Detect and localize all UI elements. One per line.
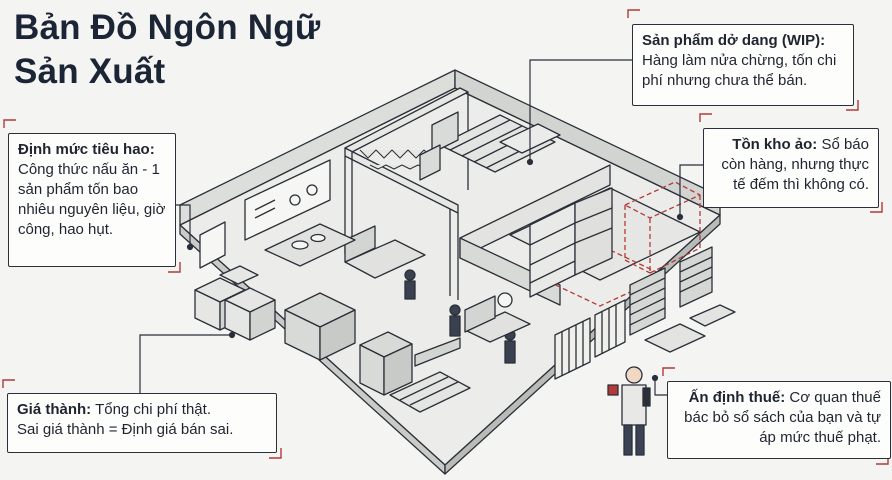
recipe-table: [264, 223, 356, 267]
bottom-conveyor: [389, 337, 471, 413]
recipe-board: [199, 159, 331, 269]
cost-price-term: Giá thành:: [17, 401, 92, 418]
production-machines: [284, 292, 413, 396]
callout-cost-price: Giá thành: Tổng chi phí thật. Sai giá th…: [7, 393, 277, 453]
leader-lines: [139, 59, 703, 396]
callout-tax-assessment: Ấn định thuế: Cơ quan thuế bác bỏ sổ sác…: [667, 381, 891, 459]
material-stacks: [194, 265, 276, 341]
callout-consumption-norm: Định mức tiêu hao: Công thức nấu ăn - 1 …: [8, 133, 176, 267]
loading-docks: [629, 246, 736, 353]
control-desks: [344, 225, 531, 343]
tax-assessment-term: Ấn định thuế:: [688, 389, 786, 406]
page-title: Bản Đồ Ngôn Ngữ Sản Xuất: [14, 6, 320, 94]
consumption-norm-description: Công thức nấu ăn - 1 sản phẩm tốn bao nh…: [18, 161, 166, 238]
corner-accents: [2, 9, 889, 465]
warehouse-shelves: [529, 187, 613, 298]
title-line-1: Bản Đồ Ngôn Ngữ: [14, 8, 321, 47]
cost-price-line-1: Tổng chi phí thật.: [95, 401, 211, 418]
cost-price-line-2: Sai giá thành = Định giá bán sai.: [17, 421, 234, 438]
callout-wip: Sản phẩm dở dang (WIP): Hàng làm nửa chừ…: [632, 24, 854, 106]
wip-description: Hàng làm nửa chừng, tốn chi phí nhưng ch…: [642, 52, 837, 89]
callout-phantom-inventory: Tồn kho ảo: Sổ báo còn hàng, nhưng thực …: [703, 128, 879, 208]
tax-assessment-description: Cơ quan thuế bác bỏ sổ sách của bạn và t…: [684, 389, 881, 446]
gate-fence: [554, 299, 626, 380]
consumption-norm-term: Định mức tiêu hao:: [18, 141, 155, 158]
tax-inspector: [607, 366, 651, 456]
phantom-inventory-description: Sổ báo còn hàng, nhưng thực tế đếm thì k…: [721, 136, 869, 193]
phantom-inventory-term: Tồn kho ảo:: [732, 136, 818, 153]
title-line-2: Sản Xuất: [14, 52, 166, 91]
wip-term: Sản phẩm dở dang (WIP):: [642, 32, 826, 49]
